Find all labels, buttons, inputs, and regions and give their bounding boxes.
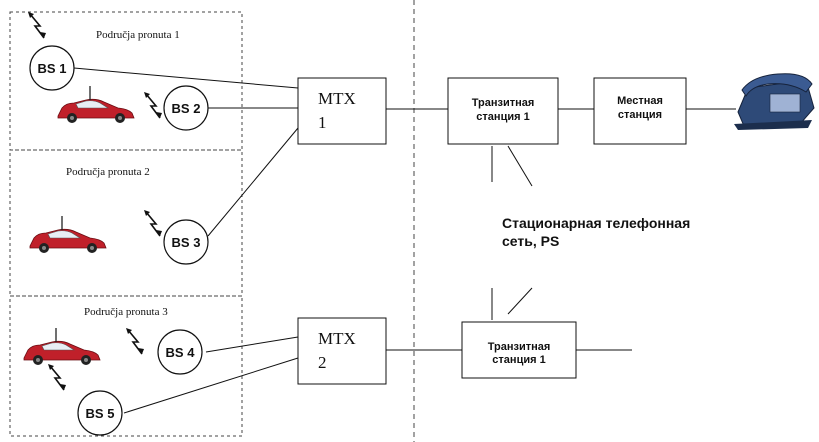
bs-3-label: BS 3 bbox=[172, 235, 201, 250]
link-bs4-mtx2 bbox=[206, 337, 298, 352]
local-station: Местная станция bbox=[594, 78, 686, 144]
bs-3: BS 3 bbox=[144, 210, 208, 264]
mtx-1-name: MTX bbox=[318, 89, 356, 108]
bs-4: BS 4 bbox=[126, 328, 202, 374]
transit-station-2: Транзитная станция 1 bbox=[462, 322, 576, 378]
region-label-2: Područja pronuta 2 bbox=[66, 166, 150, 178]
bs-1-label: BS 1 bbox=[38, 61, 67, 76]
fixed-network-label-line2: сеть, PS bbox=[502, 233, 559, 249]
antenna-icon bbox=[48, 364, 66, 390]
transit-station-2-line2: станция 1 bbox=[492, 354, 545, 366]
fixed-network-label-line1: Стационарная телефонная bbox=[502, 215, 690, 231]
bs-2: BS 2 bbox=[144, 86, 208, 130]
antenna-icon bbox=[144, 92, 162, 118]
car-icon bbox=[30, 216, 106, 253]
car-icon bbox=[58, 86, 134, 123]
telephone-icon bbox=[734, 74, 814, 130]
local-station-line2: станция bbox=[618, 109, 662, 121]
local-station-line1: Местная bbox=[617, 95, 663, 107]
mtx-1: MTX 1 bbox=[298, 78, 386, 144]
bs-5-label: BS 5 bbox=[86, 406, 115, 421]
region-label-3: Područja pronuta 3 bbox=[84, 306, 168, 318]
antenna-icon bbox=[126, 328, 144, 354]
mtx-2-name: MTX bbox=[318, 329, 356, 348]
car-icon bbox=[24, 328, 100, 365]
bs-5: BS 5 bbox=[48, 364, 122, 435]
ps-stub-2 bbox=[508, 146, 532, 186]
bs-4-label: BS 4 bbox=[166, 345, 196, 360]
mtx-2-number: 2 bbox=[318, 353, 327, 372]
link-bs1-mtx1 bbox=[74, 68, 298, 88]
ps-stub-4 bbox=[508, 288, 532, 314]
mtx-2: MTX 2 bbox=[298, 318, 386, 384]
transit-station-2-line1: Транзитная bbox=[488, 341, 551, 353]
transit-station-1-line1: Транзитная bbox=[472, 97, 535, 109]
link-bs5-mtx2 bbox=[124, 358, 298, 413]
bs-2-label: BS 2 bbox=[172, 101, 201, 116]
link-bs3-mtx1 bbox=[208, 128, 298, 236]
antenna-icon bbox=[28, 12, 46, 38]
bs-1: BS 1 bbox=[28, 12, 74, 90]
transit-station-1: Транзитная станция 1 bbox=[448, 78, 558, 144]
transit-station-1-line2: станция 1 bbox=[476, 111, 529, 123]
mtx-1-number: 1 bbox=[318, 113, 327, 132]
region-label-1: Područja pronuta 1 bbox=[96, 29, 180, 41]
antenna-icon bbox=[144, 210, 162, 236]
